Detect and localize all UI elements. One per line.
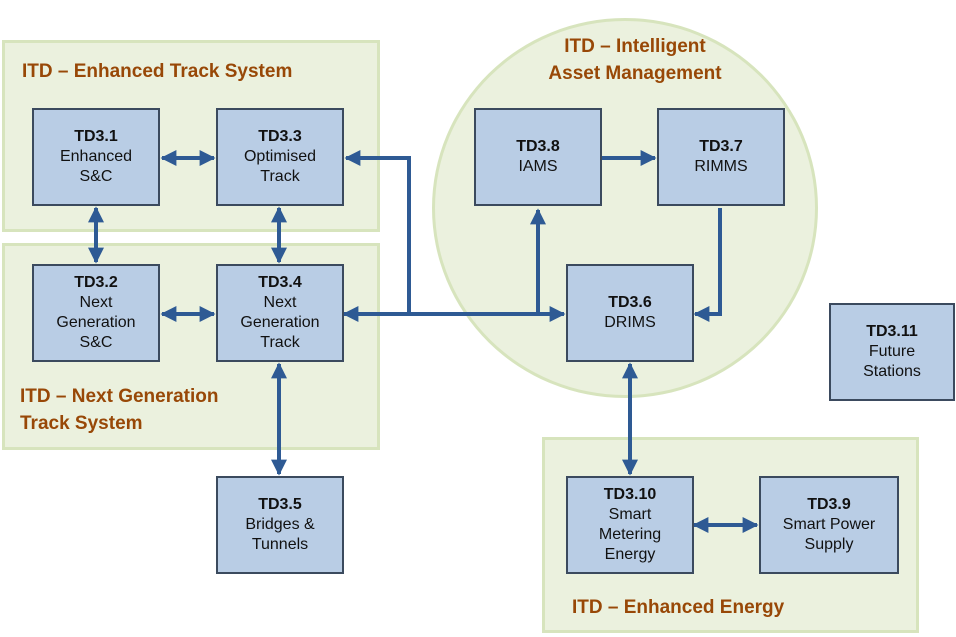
node-label: Track xyxy=(260,168,300,185)
node-td3-8: TD3.8 IAMS xyxy=(474,108,602,206)
group-title-enhanced-energy: ITD – Enhanced Energy xyxy=(572,597,785,618)
node-label: Smart xyxy=(608,506,652,523)
group-title-asset-management: ITD – Intelligent Asset Management xyxy=(530,33,740,87)
node-code: TD3.9 xyxy=(807,496,851,513)
node-td3-9: TD3.9 Smart Power Supply xyxy=(759,476,899,574)
node-td3-7: TD3.7 RIMMS xyxy=(657,108,785,206)
node-label: Supply xyxy=(804,536,854,553)
node-label: Next xyxy=(79,294,113,311)
group-title-line: ITD – Next Generation xyxy=(20,386,219,407)
node-td3-1: TD3.1 Enhanced S&C xyxy=(32,108,160,206)
node-label: S&C xyxy=(79,168,113,185)
node-td3-10: TD3.10 Smart Metering Energy xyxy=(566,476,694,574)
group-title-line: Asset Management xyxy=(548,63,722,84)
node-label: Stations xyxy=(863,363,921,380)
node-label: Enhanced xyxy=(59,148,133,165)
edge-td37-td36 xyxy=(693,208,722,322)
node-code: TD3.8 xyxy=(516,138,560,155)
node-label: DRIMS xyxy=(604,314,656,331)
node-code: TD3.1 xyxy=(74,128,118,145)
node-td3-2: TD3.2 Next Generation S&C xyxy=(32,264,160,362)
node-label: Smart Power xyxy=(782,516,876,533)
node-td3-3: TD3.3 Optimised Track xyxy=(216,108,344,206)
node-code: TD3.7 xyxy=(699,138,743,155)
node-td3-6: TD3.6 DRIMS xyxy=(566,264,694,362)
edge-td36-td33 xyxy=(344,150,411,314)
node-label: Next xyxy=(263,294,297,311)
node-label: Bridges & xyxy=(245,516,315,533)
node-label: Generation xyxy=(240,314,320,331)
group-title-next-generation-track: ITD – Next Generation Track System xyxy=(20,383,219,437)
node-label: Energy xyxy=(604,546,656,563)
group-title-line: Track System xyxy=(20,413,143,434)
node-label: Generation xyxy=(56,314,136,331)
node-label: RIMMS xyxy=(694,158,748,175)
node-label: Optimised xyxy=(243,148,317,165)
node-code: TD3.11 xyxy=(866,323,918,340)
node-label: Metering xyxy=(598,526,662,543)
node-label: S&C xyxy=(79,334,113,351)
node-code: TD3.2 xyxy=(74,274,118,291)
node-td3-5: TD3.5 Bridges & Tunnels xyxy=(216,476,344,574)
node-code: TD3.5 xyxy=(258,496,302,513)
node-code: TD3.10 xyxy=(603,486,657,503)
node-code: TD3.4 xyxy=(258,274,302,291)
node-label: IAMS xyxy=(518,158,558,175)
node-td3-11: TD3.11 Future Stations xyxy=(829,303,955,401)
node-code: TD3.6 xyxy=(608,294,652,311)
node-label: Future xyxy=(868,343,916,360)
node-code: TD3.3 xyxy=(258,128,302,145)
group-title-enhanced-track: ITD – Enhanced Track System xyxy=(22,61,293,82)
group-title-line: ITD – Intelligent xyxy=(564,36,706,57)
node-label: Tunnels xyxy=(251,536,309,553)
node-td3-4: TD3.4 Next Generation Track xyxy=(216,264,344,362)
node-label: Track xyxy=(260,334,300,351)
